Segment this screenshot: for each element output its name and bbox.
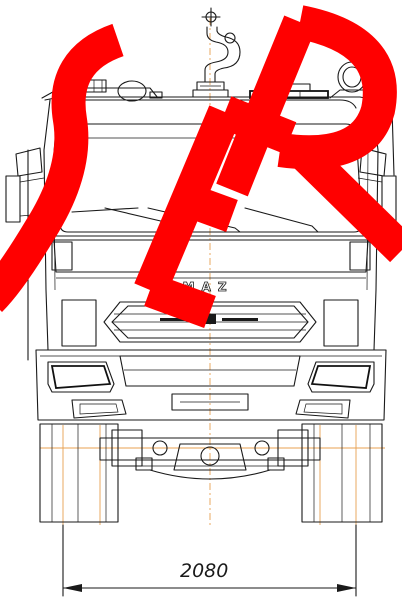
grille (61, 299, 359, 347)
right-wheels (301, 423, 383, 523)
watermark (0, 5, 402, 328)
bumper (35, 349, 387, 421)
dimension-label: 2080 (180, 560, 228, 582)
dimension-2080 (62, 524, 357, 597)
front-axle (99, 429, 321, 480)
roof-monitor-pipe (192, 7, 241, 98)
left-wheels (39, 423, 119, 523)
